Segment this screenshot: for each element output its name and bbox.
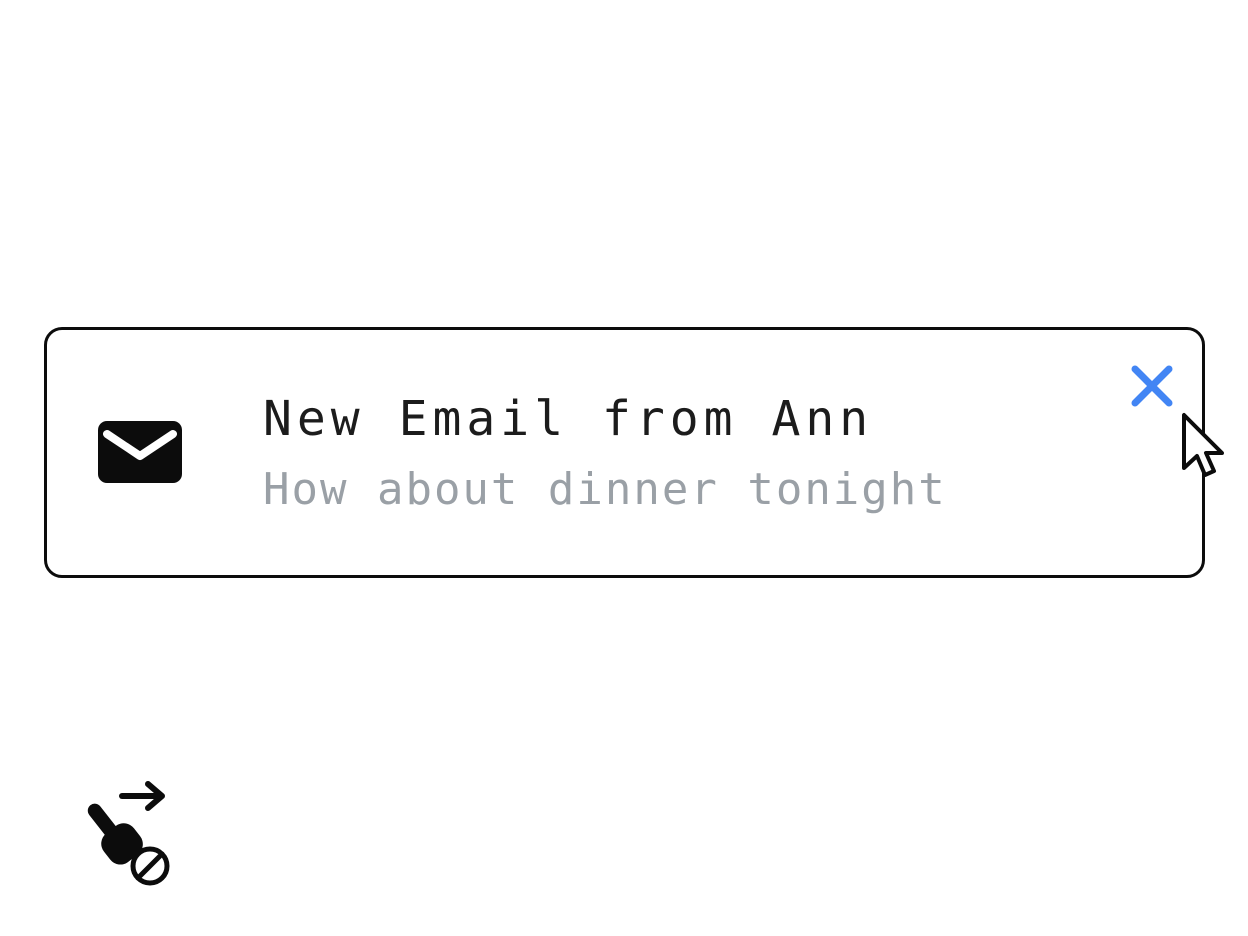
close-icon [1129,363,1175,409]
notification-subtitle: How about dinner tonight [263,464,947,515]
notification-title: New Email from Ann [263,391,874,447]
swipe-blocked-icon [74,772,178,888]
notification-card[interactable]: New Email from Ann How about dinner toni… [44,327,1205,578]
block-icon [130,846,170,886]
close-button[interactable] [1129,363,1175,409]
mouse-cursor-icon [1178,412,1230,492]
hand-icon [87,803,143,865]
arrow-right-icon [119,781,165,811]
email-icon [98,421,182,483]
